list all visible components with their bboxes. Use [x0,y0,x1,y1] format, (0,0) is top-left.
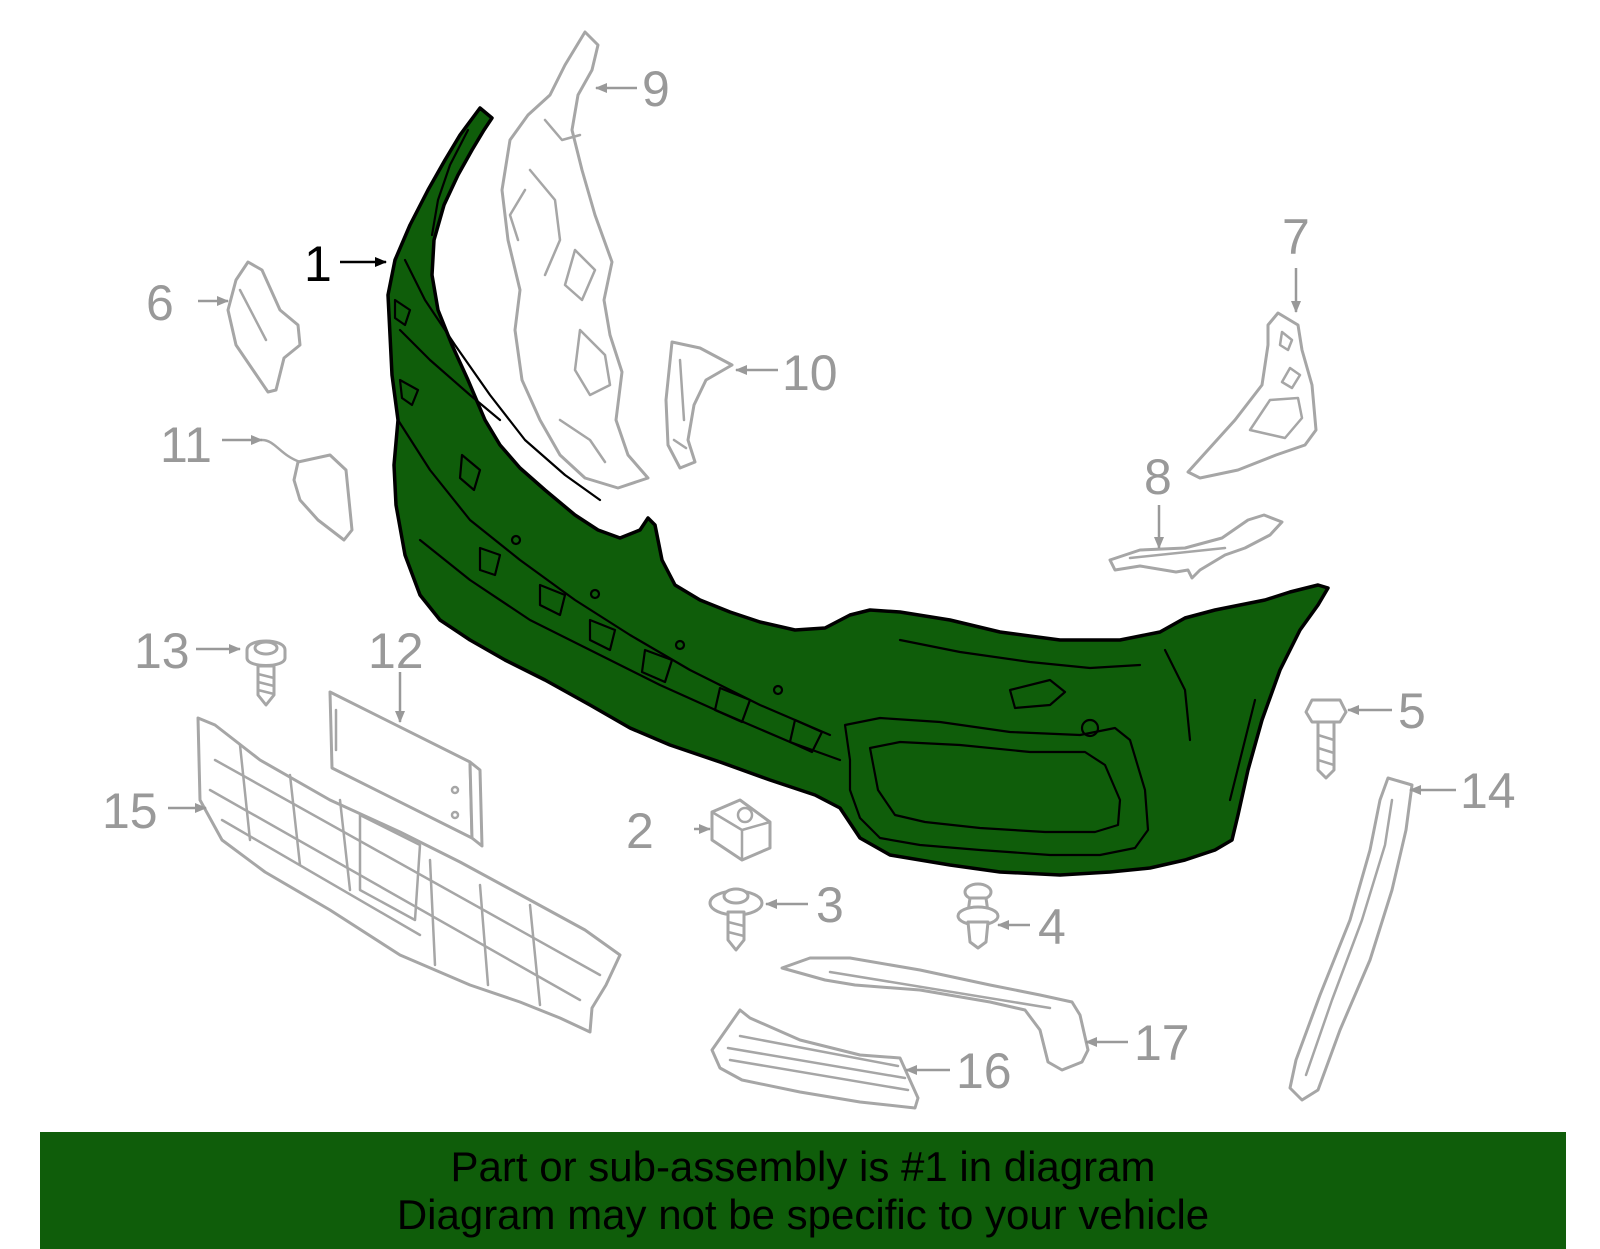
callout-1[interactable]: 1 [304,236,332,292]
part-9-support-bracket[interactable] [500,30,650,490]
callout-10[interactable]: 10 [782,345,838,401]
callout-8[interactable]: 8 [1144,449,1172,505]
part-16-small-grille[interactable] [710,1008,920,1110]
callout-3[interactable]: 3 [816,877,844,933]
part-7-bracket[interactable] [1186,311,1318,480]
part-5-bolt[interactable] [1304,698,1348,780]
callout-15[interactable]: 15 [102,783,158,839]
callout-6[interactable]: 6 [146,275,174,331]
part-2-clip[interactable] [710,798,772,862]
part-17-trim[interactable] [780,956,1090,1072]
part-10-bracket[interactable] [664,340,734,470]
part-1-bumper-cover[interactable] [386,106,1330,877]
callout-5[interactable]: 5 [1398,683,1426,739]
banner-line-disclaimer: Diagram may not be specific to your vehi… [396,1190,1210,1238]
info-banner: Part or sub-assembly is #1 in diagram Di… [40,1132,1566,1249]
callout-16[interactable]: 16 [956,1043,1012,1099]
callout-9[interactable]: 9 [642,61,670,117]
callout-7[interactable]: 7 [1282,209,1310,265]
callout-13[interactable]: 13 [134,623,190,679]
callout-11[interactable]: 11 [160,417,212,473]
callout-4[interactable]: 4 [1038,899,1066,955]
part-14-trim-strip[interactable] [1288,776,1414,1102]
callout-numbers: 1 2 3 4 5 6 7 8 9 10 11 12 13 14 15 16 1… [102,61,1516,1099]
callout-2[interactable]: 2 [626,803,654,859]
part-15-lower-grille[interactable] [196,716,622,1034]
part-8-bracket[interactable] [1108,513,1284,580]
part-13-screw[interactable] [245,639,287,707]
part-3-screw[interactable] [708,887,764,952]
callout-12[interactable]: 12 [368,623,424,679]
callout-17[interactable]: 17 [1134,1015,1190,1071]
part-4-push-clip[interactable] [956,882,1000,950]
part-6-cover[interactable] [226,260,302,394]
callout-14[interactable]: 14 [1460,763,1516,819]
part-11-tow-hook-cap[interactable] [260,438,354,542]
part-12-license-plate-bracket[interactable] [328,690,484,848]
callout-arrows [168,83,1456,1075]
banner-line-part-number: Part or sub-assembly is #1 in diagram [450,1142,1156,1190]
